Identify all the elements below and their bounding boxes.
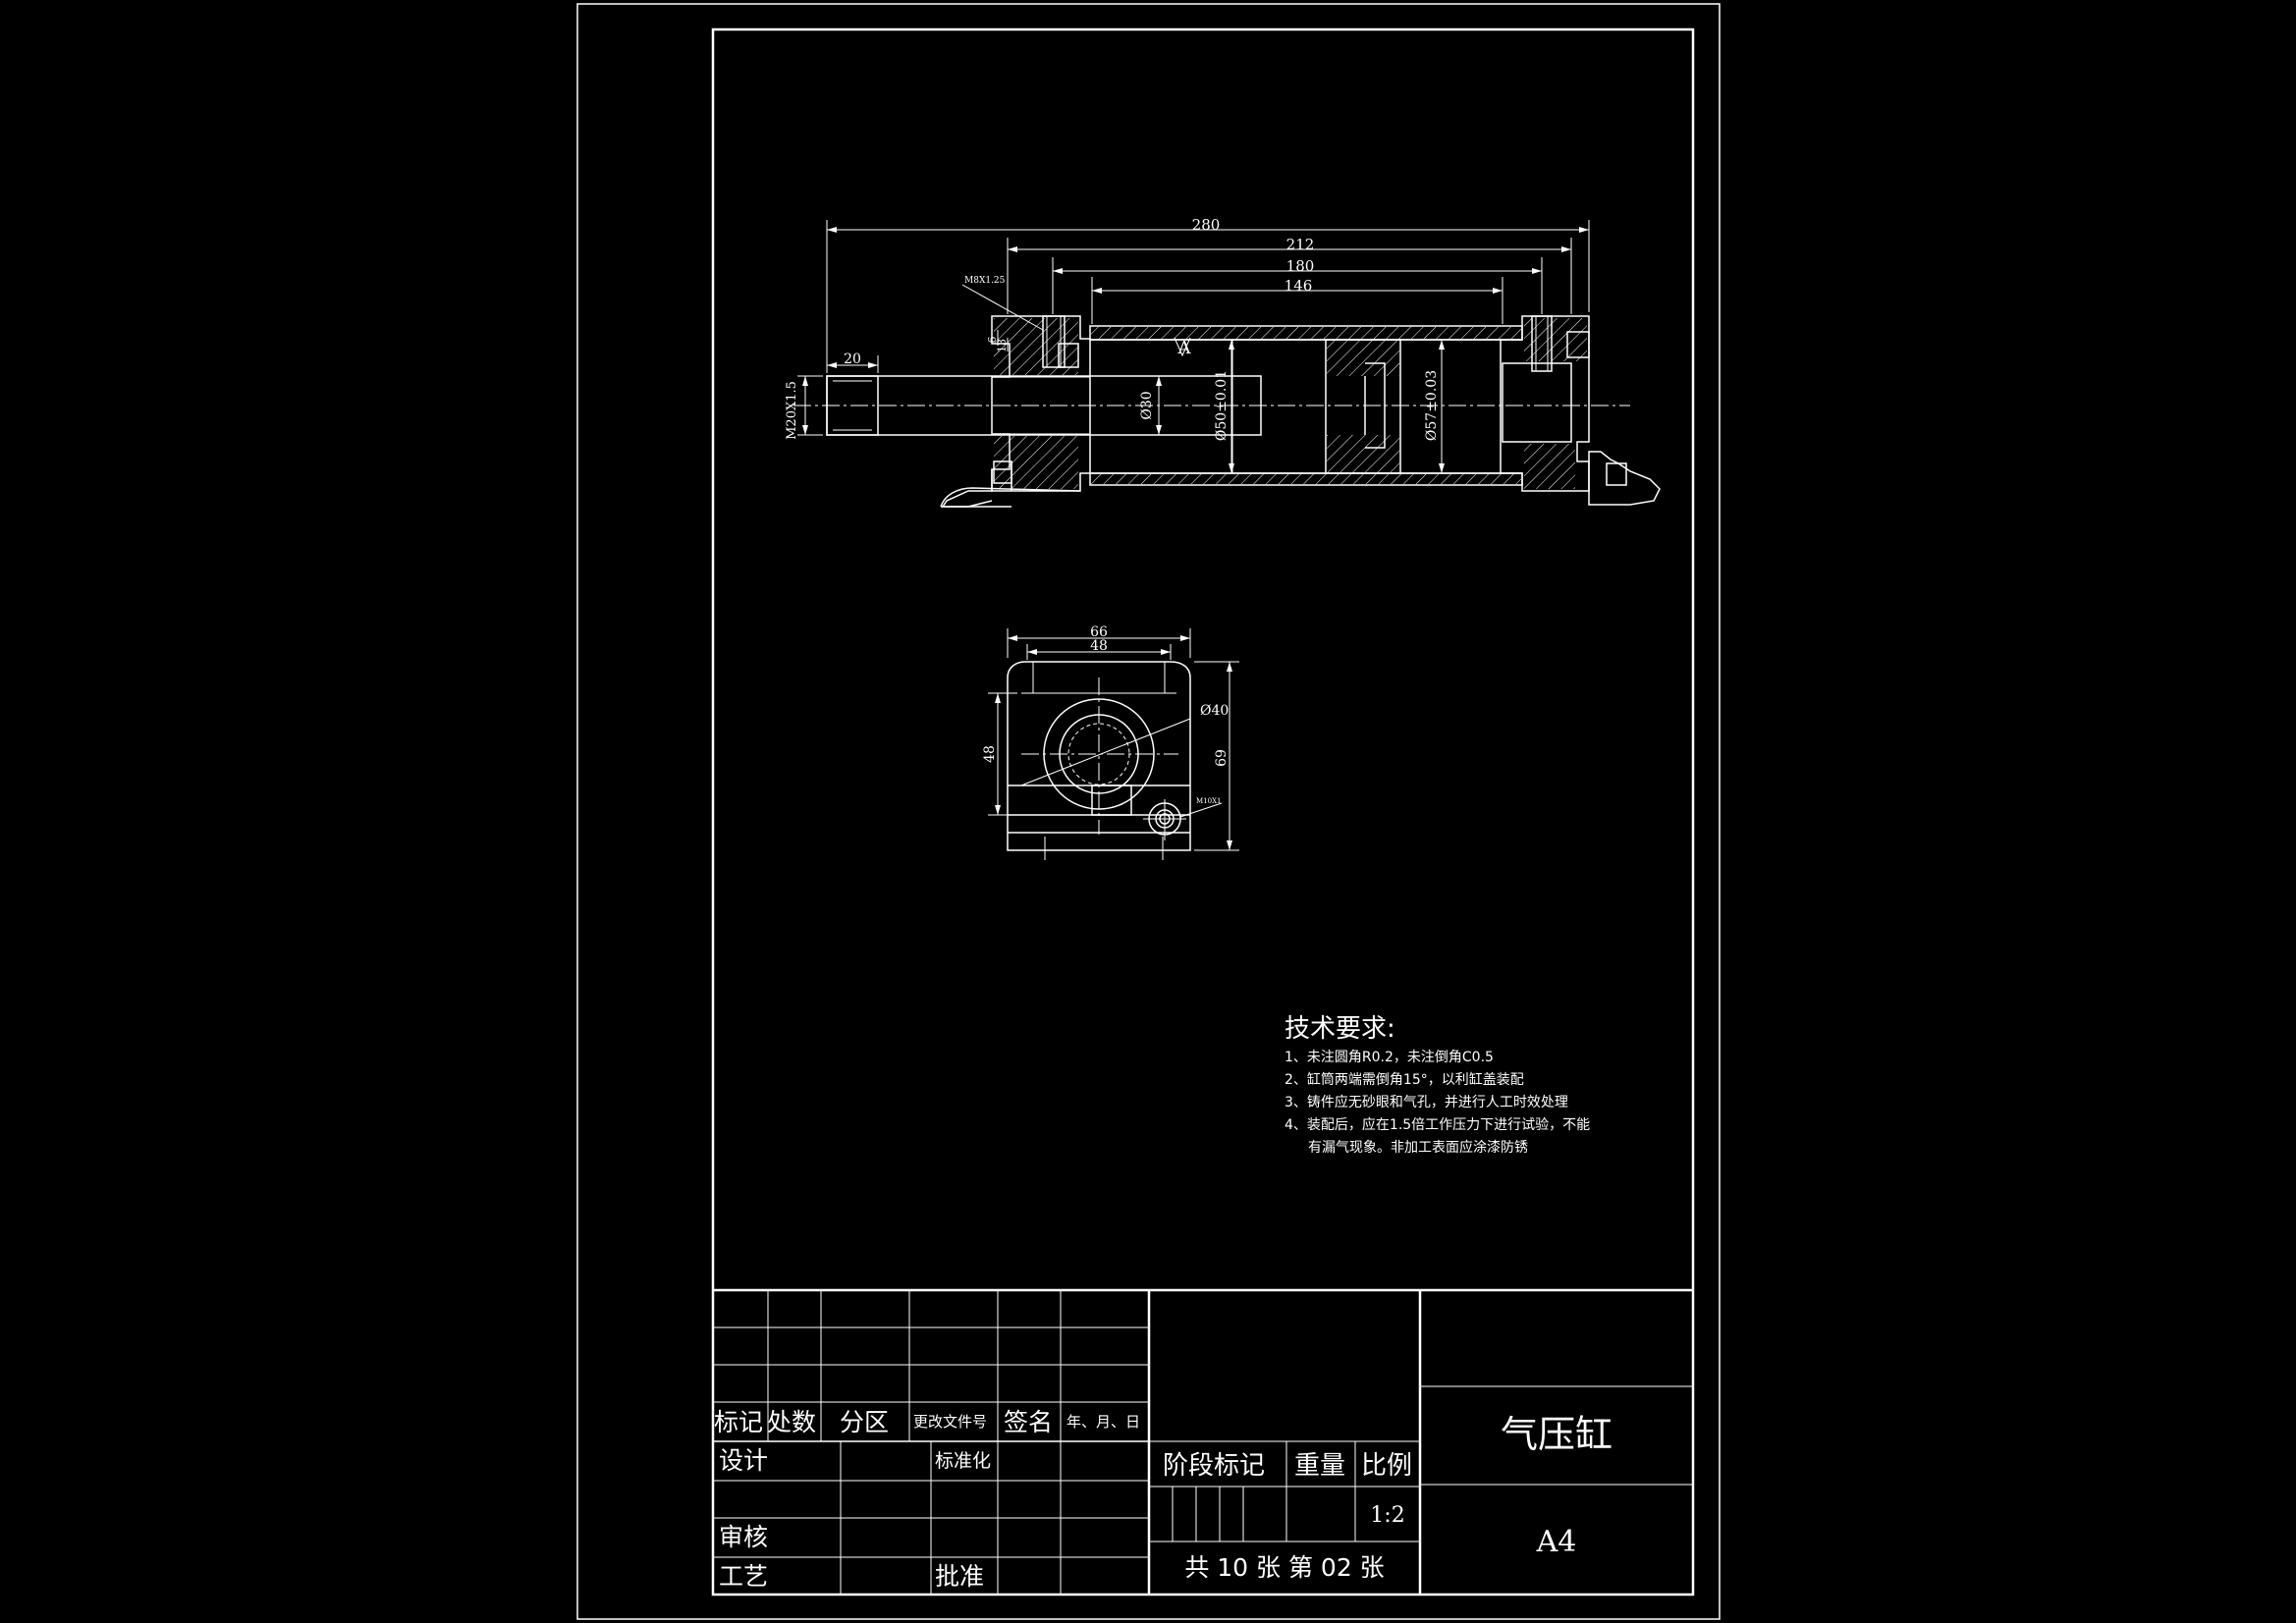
tb-sheets: 共 10 张 第 02 张	[1184, 1553, 1384, 1582]
dim-phi40: Ø40	[1200, 703, 1229, 719]
dim-phi30: Ø30	[1139, 391, 1155, 419]
tb-zhongliang: 重量	[1294, 1451, 1345, 1481]
tb-part-name: 气压缸	[1501, 1413, 1613, 1456]
dim-66: 66	[1090, 624, 1108, 640]
dim-m20-thread: M20X1.5	[785, 381, 799, 440]
tb-shenhe: 审核	[719, 1523, 768, 1551]
tech-line-1: 1、未注圆角R0.2，未注倒角C0.5	[1285, 1050, 1494, 1065]
tb-gongyi: 工艺	[719, 1562, 768, 1591]
dim-20: 20	[844, 352, 861, 367]
dim-48-left: 48	[982, 745, 998, 763]
dim-180: 180	[1286, 257, 1315, 275]
outer-frame	[576, 3, 1721, 1620]
dim-212: 212	[1286, 236, 1315, 253]
tb-genggai: 更改文件号	[913, 1413, 987, 1431]
tb-sheji: 设计	[719, 1446, 768, 1475]
tech-title: 技术要求:	[1285, 1014, 1395, 1044]
dim-phi57: Ø57±0.03	[1424, 370, 1440, 441]
tb-scale: 1:2	[1370, 1503, 1404, 1528]
tb-fenqu: 分区	[840, 1408, 889, 1436]
section-mark-a: A	[1177, 338, 1192, 358]
dim-146: 146	[1285, 277, 1313, 295]
dim-48-top: 48	[1090, 638, 1108, 654]
tech-line-4: 4、装配后，应在1.5倍工作压力下进行试验，不能	[1285, 1116, 1590, 1133]
tb-paper-size: A4	[1536, 1525, 1577, 1559]
tech-line-2: 2、缸筒两端需倒角15°，以利缸盖装配	[1285, 1071, 1524, 1088]
dim-phi50: Ø50±0.01	[1214, 370, 1230, 441]
dim-6: 6	[986, 337, 999, 344]
dim-m8-thread: M8X1.25	[964, 276, 1006, 286]
tech-line-3: 3、铸件应无砂眼和气孔，并进行人工时效处理	[1285, 1094, 1568, 1110]
cylinder-end-view	[988, 628, 1239, 860]
title-block	[713, 1288, 1693, 1595]
tb-biaoji: 标记	[714, 1408, 763, 1436]
dim-port: M10X1	[1196, 797, 1222, 805]
dim-280: 280	[1192, 216, 1221, 234]
tb-jieduan: 阶段标记	[1163, 1451, 1265, 1481]
dim-69: 69	[1214, 749, 1230, 767]
inner-frame	[711, 27, 1695, 1596]
tb-pizhun: 批准	[935, 1562, 984, 1591]
tb-biaozhunhua: 标准化	[935, 1450, 991, 1472]
tb-bili: 比例	[1361, 1451, 1412, 1481]
dim-13: 13	[996, 339, 1009, 352]
tb-chushu: 处数	[767, 1408, 816, 1436]
tb-date: 年、月、日	[1066, 1413, 1140, 1431]
tech-line-5: 有漏气现象。非加工表面应涂漆防锈	[1308, 1139, 1528, 1156]
cylinder-section-view	[793, 220, 1661, 508]
tb-qianming: 签名	[1004, 1408, 1053, 1436]
